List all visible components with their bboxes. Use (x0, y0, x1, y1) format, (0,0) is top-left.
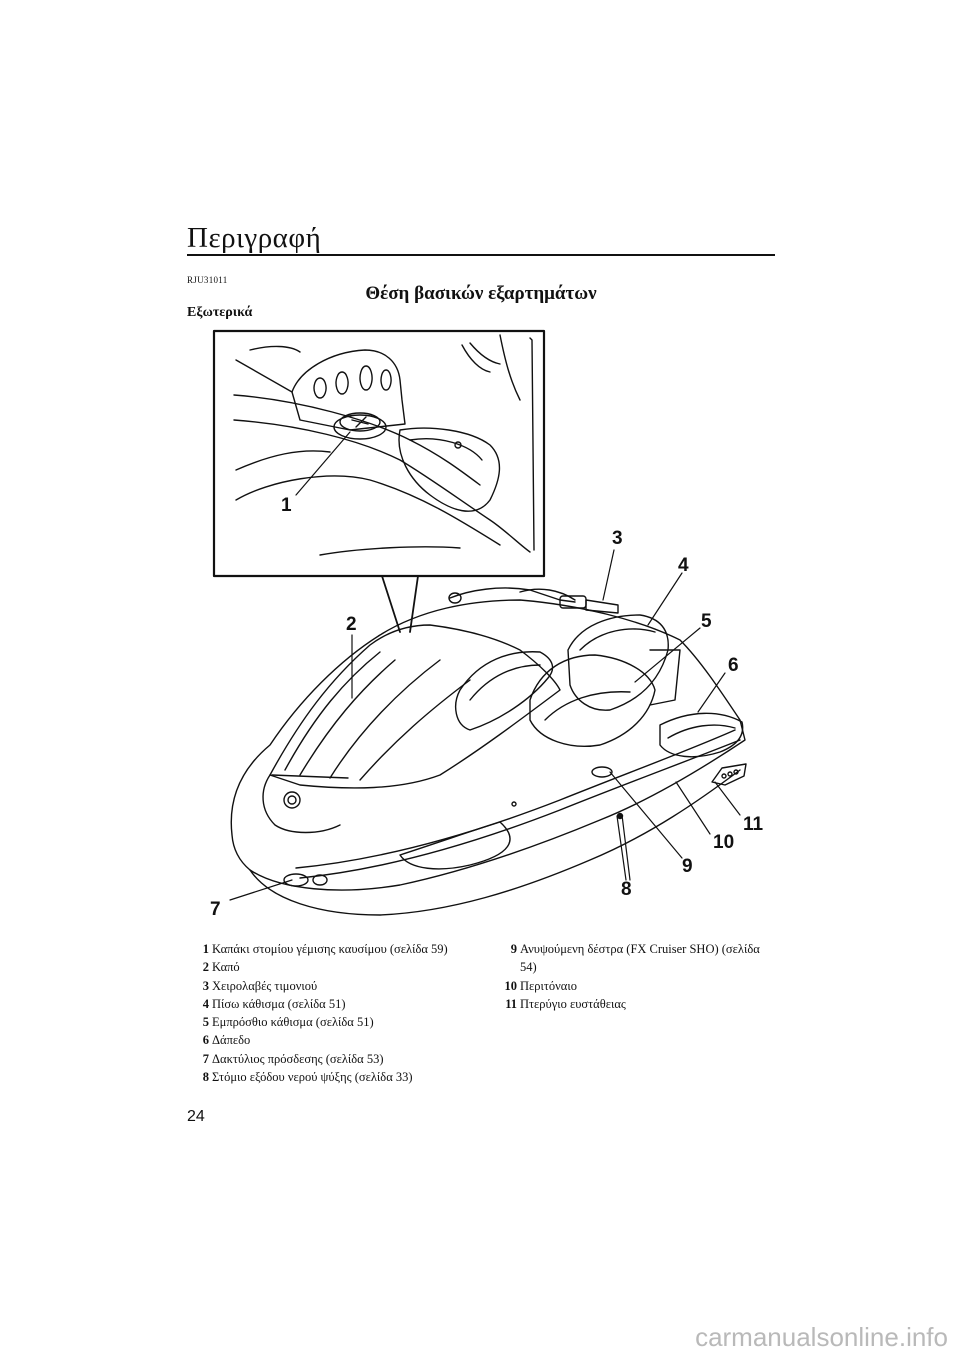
jet-ski-body (230, 587, 747, 916)
callout-8: 8 (621, 879, 632, 900)
callout-7: 7 (210, 899, 221, 920)
page-heading: Θέση βασικών εξαρτημάτων (365, 283, 597, 304)
callout-1: 1 (281, 495, 292, 516)
callout-9: 9 (682, 856, 693, 877)
watermark: carmanualsonline.info (695, 1322, 948, 1352)
subheading: Εξωτερικά (187, 305, 253, 320)
callout-6: 6 (728, 655, 739, 676)
page-number: 24 (187, 1108, 205, 1125)
leader-lines (229, 431, 741, 901)
inset-detail (212, 329, 546, 578)
callout-3: 3 (612, 528, 623, 549)
callout-11: 11 (743, 814, 764, 835)
reference-code: RJU31011 (187, 275, 228, 285)
callout-10: 10 (713, 832, 734, 853)
callout-4: 4 (678, 555, 689, 576)
callout-2: 2 (346, 614, 357, 635)
section-title: Περιγραφή (187, 222, 322, 254)
callout-5: 5 (701, 611, 712, 632)
title-divider (187, 254, 775, 256)
jet-ski-illustration: 1 2 3 4 5 6 7 8 9 10 11 (210, 329, 764, 920)
